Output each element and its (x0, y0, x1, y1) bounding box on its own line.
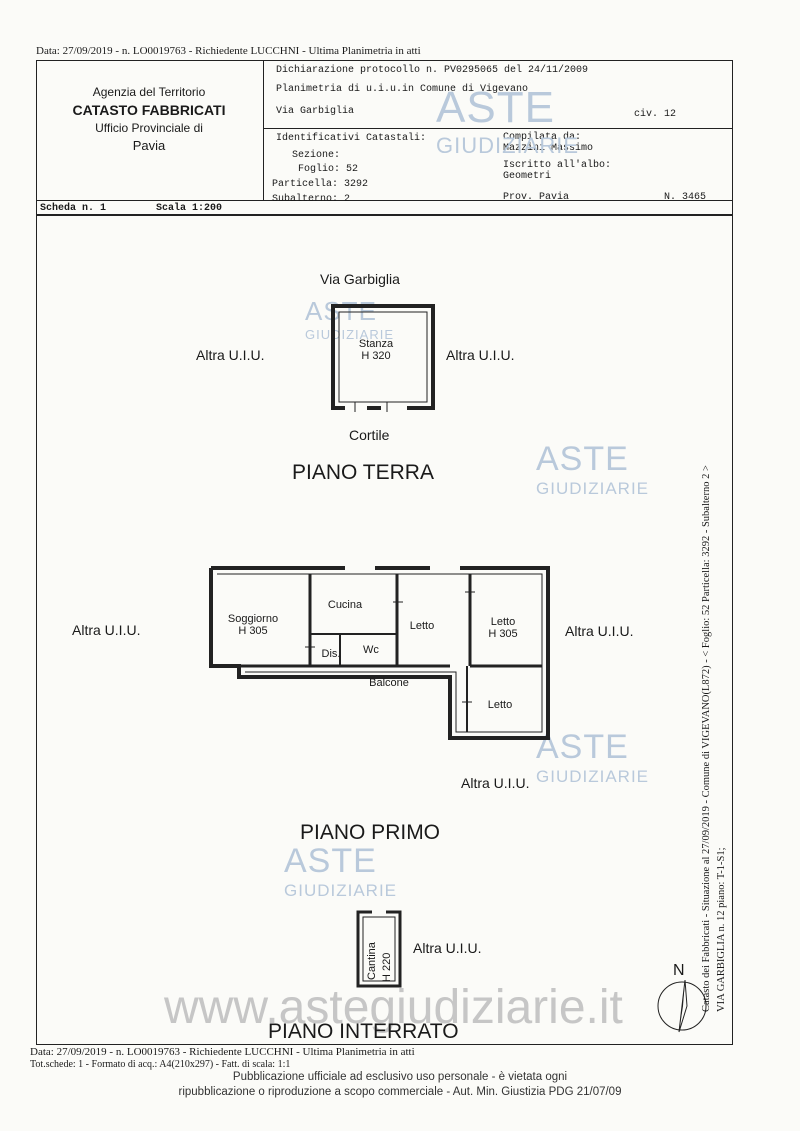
agency-block: Agenzia del Territorio CATASTO FABBRICAT… (44, 85, 254, 153)
piano-interrato-title: PIANO INTERRATO (268, 1020, 459, 1043)
declaration: Dichiarazione protocollo n. PV0295065 de… (276, 65, 589, 76)
aste-watermark: ASTE GIUDIZIARIE (305, 296, 395, 342)
aste-watermark: ASTE GIUDIZIARIE (536, 440, 650, 498)
cortile-label: Cortile (349, 427, 390, 443)
footer-schede: Tot.schede: 1 - Formato di acq.: A4(210x… (30, 1059, 291, 1070)
cantina-plan (356, 909, 402, 988)
letto-room: Letto (409, 620, 435, 632)
scala: Scala 1:200 (156, 203, 223, 214)
subalterno: Subalterno: 2 (272, 194, 351, 205)
piano-primo-title: PIANO PRIMO (300, 821, 441, 844)
compilata-name: Mazzini Massimo (503, 143, 594, 154)
iscritto-label: Iscritto all'albo: (503, 160, 612, 171)
side-text-2: VIA GARBIGLIA n. 12 piano: T-1-S1; (716, 847, 727, 1012)
altra-uiu-label: Altra U.I.U. (196, 347, 265, 363)
footer-data-line: Data: 27/09/2019 - n. LO0019763 - Richie… (30, 1046, 415, 1058)
address: Via Garbiglia (276, 106, 355, 117)
stanza-plan (331, 304, 435, 412)
provincia-albo: Prov. Pavia (503, 192, 570, 203)
aste-watermark: ASTE GIUDIZIARIE (536, 728, 650, 786)
cantina-room: Cantina (366, 942, 378, 980)
planimetria: Planimetria di u.i.u.in Comune di Vigeva… (276, 84, 529, 95)
civico: civ. 12 (634, 109, 677, 120)
balcone-label: Balcone (369, 677, 409, 689)
altra-uiu-label: Altra U.I.U. (461, 775, 530, 791)
north-label: N (673, 962, 685, 979)
altra-uiu-label: Altra U.I.U. (72, 622, 141, 638)
disimpegno-room: Dis. (321, 648, 341, 660)
scheda: Scheda n. 1 (40, 203, 107, 214)
north-arrow-icon (657, 979, 707, 1033)
agency-name: Agenzia del Territorio (92, 85, 206, 99)
aste-watermark: ASTE GIUDIZIARIE (436, 83, 580, 158)
publication-notice: Pubblicazione ufficiale ad esclusivo uso… (178, 1071, 622, 1098)
drawing-frame (36, 215, 733, 1045)
letto-room: Letto H 305 (488, 616, 518, 640)
identificativi: Identificativi Catastali: (276, 133, 427, 144)
numero-albo: N. 3465 (664, 192, 707, 203)
altra-uiu-label: Altra U.I.U. (413, 940, 482, 956)
piano-primo-plan (209, 565, 550, 740)
url-watermark: www.astegiudiziarie.it (164, 981, 623, 1034)
letto-room: Letto (487, 699, 513, 711)
catasto-title: CATASTO FABBRICATI (72, 102, 226, 118)
foglio: Foglio: 52 (298, 164, 359, 175)
ufficio: Ufficio Provinciale di (95, 121, 203, 135)
altra-uiu-label: Altra U.I.U. (565, 623, 634, 639)
iscritto-value: Geometri (503, 171, 552, 182)
compilata-label: Compilata da: (503, 132, 582, 143)
particella: Particella: 3292 (272, 179, 369, 190)
soggiorno-room: Soggiorno H 305 (227, 613, 279, 637)
top-data-line: Data: 27/09/2019 - n. LO0019763 - Richie… (36, 45, 421, 57)
cucina-room: Cucina (327, 599, 363, 611)
via-label: Via Garbiglia (320, 271, 400, 287)
side-text-1: Catasto dei Fabbricati - Situazione al 2… (701, 465, 712, 1012)
altra-uiu-label: Altra U.I.U. (446, 347, 515, 363)
aste-watermark: ASTE GIUDIZIARIE (284, 842, 398, 900)
provincia: Pavia (132, 138, 166, 153)
header-frame (36, 60, 733, 215)
sezione: Sezione: (292, 150, 341, 161)
wc-room: Wc (363, 644, 379, 656)
piano-terra-title: PIANO TERRA (292, 461, 434, 484)
cantina-height: H 220 (381, 952, 393, 982)
stanza-room: Stanza H 320 (358, 338, 394, 362)
